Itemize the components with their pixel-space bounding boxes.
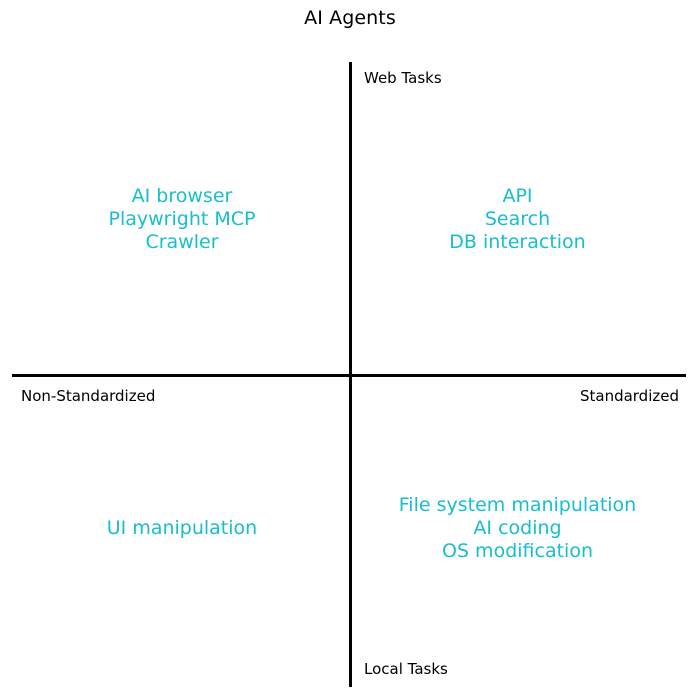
quadrant-item: UI manipulation [106, 517, 258, 539]
quadrant-bottom-left: UI manipulation [0, 517, 364, 540]
quadrant-item: DB interaction [449, 231, 586, 253]
axis-label-local-tasks: Local Tasks [364, 660, 448, 678]
quadrant-item: AI coding [473, 517, 562, 539]
page-title: AI Agents [304, 7, 396, 29]
quadrant-top-right: API Search DB interaction [349, 185, 686, 254]
quadrant-item: Playwright MCP [108, 208, 256, 230]
axis-label-standardized: Standardized [579, 387, 679, 405]
axis-label-web-tasks: Web Tasks [364, 69, 442, 87]
quadrant-item: Search [484, 208, 551, 230]
quadrant-item: API [502, 185, 533, 207]
quadrant-item: AI browser [131, 185, 233, 207]
quadrant-item: File system manipulation [398, 494, 637, 516]
quadrant-item: Crawler [145, 231, 219, 253]
horizontal-axis-line [12, 374, 686, 377]
axis-label-non-standardized: Non-Standardized [21, 387, 156, 405]
quadrant-bottom-right: File system manipulation AI coding OS mo… [349, 494, 686, 563]
quadrant-top-left: AI browser Playwright MCP Crawler [0, 185, 364, 254]
quadrant-item: OS modification [442, 540, 593, 562]
